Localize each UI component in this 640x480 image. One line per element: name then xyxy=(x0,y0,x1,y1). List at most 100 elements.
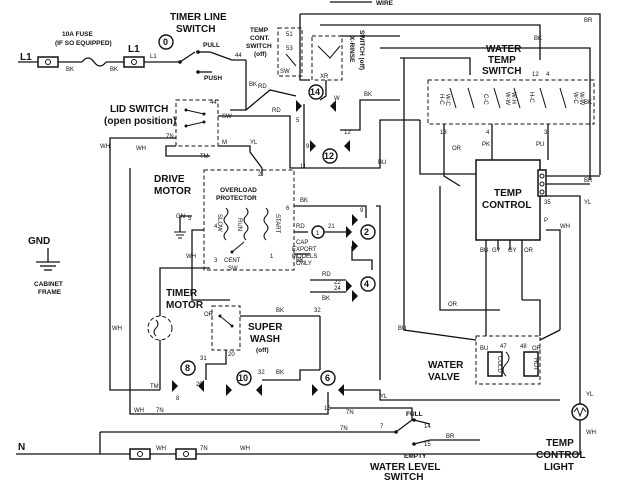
cap-label-1: CAP xyxy=(296,240,308,246)
fuse-icon xyxy=(81,57,107,67)
lid-switch-contacts: 44 SW 7N M TM xyxy=(166,100,232,160)
n-connector-2-icon xyxy=(175,448,197,460)
wire-10-bk xyxy=(262,369,320,381)
valve-coil-icon xyxy=(502,351,510,377)
temp-light-filament-icon xyxy=(573,406,587,418)
wire-wh-left xyxy=(109,148,160,391)
winding-slow: SLOW xyxy=(216,214,222,232)
wire-code-m: M xyxy=(222,140,227,146)
wire-6-down xyxy=(300,392,329,415)
water-temp-label-1: WATER xyxy=(486,44,522,55)
cap-label-3: MODELS xyxy=(292,254,317,260)
temp-light-label-3: LIGHT xyxy=(544,462,574,473)
terminal-9-n2: 9 xyxy=(360,208,364,214)
terminal-44-lid: 44 xyxy=(210,100,217,106)
terminal-51: 51 xyxy=(286,32,293,38)
wire-code-wh-n1: WH xyxy=(156,446,166,452)
super-wash-contact xyxy=(219,315,233,327)
terminal-32: 32 xyxy=(258,370,265,376)
terminal-32-sw: 32 xyxy=(314,308,321,314)
terminal-7n-lid: 7N xyxy=(166,134,174,140)
timer-motor-label-2: MOTOR xyxy=(166,300,204,311)
xrinse-switch-box xyxy=(311,35,343,81)
temp-control-label-1: TEMP xyxy=(494,188,522,199)
wire-code-rd-lid: RD xyxy=(272,108,281,114)
xrinse-label-1: X-RINSE xyxy=(348,36,355,63)
contact-ww: W-W xyxy=(504,92,510,106)
contact-hc: H-C xyxy=(438,94,444,105)
motor-ground-icon xyxy=(174,231,186,239)
wire-code-gy-1: GY xyxy=(492,248,501,254)
node-6-label: 6 xyxy=(325,373,330,383)
node-10-contacts xyxy=(226,384,262,396)
terminal-4-wts: 4 xyxy=(546,72,550,78)
temp-cont-label-1: TEMP xyxy=(250,27,269,34)
wire-code-rd-top: RD xyxy=(258,84,267,90)
fuse-label-1: 10A FUSE xyxy=(62,31,93,38)
contact-ww-2: W-W xyxy=(578,92,584,106)
wire-code-w-14: W xyxy=(334,96,340,102)
push-label: PUSH xyxy=(204,75,222,82)
drive-motor-box xyxy=(203,169,295,271)
water-temp-contacts: H-C W-C C-C W-W W-H H-C W-C W-W xyxy=(438,87,584,109)
wire-code-bk-12: BK xyxy=(364,92,372,98)
wire-lid-tm xyxy=(165,145,210,157)
wire-code-or-13: OR xyxy=(452,146,462,152)
wire-code-rd-n4: RD xyxy=(322,272,331,278)
wire-code-bu-left: BU xyxy=(398,326,406,332)
n-connector-1-icon xyxy=(129,448,151,460)
water-level-switch: 7 14 15 FULL EMPTY xyxy=(380,411,431,460)
wire-code-bk-dm: BK xyxy=(300,198,308,204)
water-valve-box xyxy=(475,335,541,385)
timer-line-switch-label-1: TIMER LINE xyxy=(170,12,227,23)
wire-n2-bottom xyxy=(351,246,373,270)
terminal-44-top: 44 xyxy=(235,53,242,59)
fuse-label-2: (IF SO EQUIPPED) xyxy=(55,40,112,47)
super-wash-box xyxy=(211,305,241,351)
wire-code-bu-11: BU xyxy=(378,160,386,166)
node-4-label: 4 xyxy=(364,279,369,289)
lid-switch-label-1: LID SWITCH xyxy=(110,104,168,115)
node-10 xyxy=(236,370,252,386)
wire-tc-wh xyxy=(546,229,561,330)
terminal-6-dm: 6 xyxy=(286,206,290,212)
wire-code-tm: TM xyxy=(150,384,159,390)
wire-tc-yl xyxy=(546,195,581,400)
overload-label-1: OVERLOAD xyxy=(220,187,257,194)
l1-input: L1 BK BK L1 L1 xyxy=(18,44,164,73)
terminal-3-dm: 3 xyxy=(214,258,218,264)
wire-code-pk: PK xyxy=(482,142,490,148)
terminal-7-wl: 7 xyxy=(380,424,384,430)
temp-light-label-2: CONTROL xyxy=(536,450,585,461)
wire-dm-gn xyxy=(179,215,192,232)
wire-code-or-tc: OR xyxy=(524,248,534,254)
top-bus-wires xyxy=(299,13,601,180)
wire-bu-tc xyxy=(419,120,476,175)
wire-code-l1: L1 xyxy=(150,54,157,60)
terminal-21: 21 xyxy=(328,224,335,230)
wire-code-bk-fuse: BK xyxy=(66,67,74,73)
wire-or-valve xyxy=(439,186,500,311)
timer-line-switch: PULL PUSH 44 xyxy=(164,42,246,82)
terminal-12: 12 xyxy=(344,130,351,136)
terminal-4-dm: 4 xyxy=(214,224,218,230)
solenoid-hot: HOT xyxy=(532,358,538,371)
terminal-9-12: 9 xyxy=(306,144,310,150)
cap-label-2: EXPORT xyxy=(292,247,317,253)
contact-cc: C-C xyxy=(482,94,488,105)
node-6 xyxy=(320,370,336,386)
temp-control-box xyxy=(475,159,541,241)
terminal-4: 4 xyxy=(486,130,490,136)
wire-wh-mid xyxy=(129,168,300,415)
wire-code-wh-tm: WH xyxy=(112,326,122,332)
terminal-24: 24 xyxy=(334,286,341,292)
water-valve-label-2: VALVE xyxy=(428,372,460,383)
wire-timer-to-lid xyxy=(230,60,247,111)
node-2-contacts xyxy=(346,214,358,252)
wire-code-yl-light: YL xyxy=(586,392,594,398)
wire-valve-or xyxy=(522,299,541,336)
wire-code-gn: GN xyxy=(176,214,185,220)
cent-sw-label-2: SW xyxy=(228,266,238,272)
wire-code-wh-lid-2: WH xyxy=(136,146,146,152)
